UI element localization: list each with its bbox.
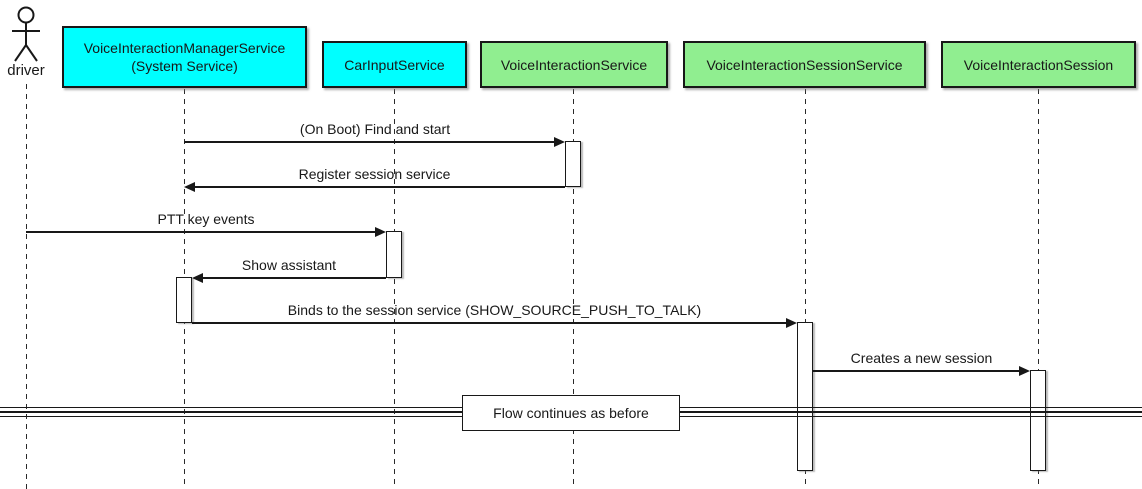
message-line [26, 231, 377, 233]
arrowhead-right-icon [375, 227, 386, 237]
participant-voice-interaction-session: VoiceInteractionSession [941, 41, 1136, 88]
participant-voice-interaction-service: VoiceInteractionService [480, 41, 668, 88]
lifeline-voice-interaction-session-service [805, 89, 806, 489]
message-line [195, 186, 565, 188]
arrowhead-right-icon [786, 318, 797, 328]
activation-voice-interaction-manager-service [176, 277, 192, 323]
participant-label-line: VoiceInteractionSessionService [706, 56, 903, 73]
activation-car-input-service [386, 231, 402, 278]
message-line [813, 370, 1019, 372]
lifeline-driver [26, 84, 27, 489]
lifeline-voice-interaction-service [573, 89, 574, 489]
participant-label-line: VoiceInteractionService [500, 56, 648, 73]
activation-voice-interaction-session-service [797, 322, 813, 471]
participant-voice-interaction-manager-service: VoiceInteractionManagerService (System S… [62, 26, 307, 88]
message-label-binds-to-session-service: Binds to the session service (SHOW_SOURC… [287, 302, 702, 318]
lifeline-car-input-service [394, 89, 395, 489]
message-label-on-boot-find-and-start: (On Boot) Find and start [299, 121, 451, 137]
actor-stick-figure-icon [12, 6, 40, 62]
actor-driver: driver [0, 5, 52, 83]
actor-label: driver [7, 62, 45, 79]
participant-label-line: (System Service) [131, 58, 238, 74]
participant-label-line: VoiceInteractionManagerService [83, 40, 286, 56]
participant-voice-interaction-session-service: VoiceInteractionSessionService [683, 41, 926, 88]
message-label-show-assistant: Show assistant [241, 257, 337, 273]
divider-label-text: Flow continues as before [493, 405, 649, 421]
participant-label-line: VoiceInteractionSession [963, 56, 1114, 73]
activation-voice-interaction-session [1030, 370, 1046, 471]
lifeline-voice-interaction-session [1038, 89, 1039, 489]
arrowhead-right-icon [554, 137, 565, 147]
message-label-creates-a-new-session: Creates a new session [850, 350, 993, 366]
divider-label-box: Flow continues as before [462, 395, 680, 431]
message-line [203, 277, 386, 279]
message-line [184, 141, 556, 143]
participant-car-input-service: CarInputService [322, 41, 467, 88]
message-label-ptt-key-events: PTT key events [157, 211, 255, 227]
activation-voice-interaction-service [565, 141, 581, 187]
arrowhead-right-icon [1019, 366, 1030, 376]
arrowhead-left-icon [184, 182, 195, 192]
message-label-register-session-service: Register session service [298, 166, 451, 182]
participant-label-line: CarInputService [344, 56, 445, 73]
arrowhead-left-icon [192, 273, 203, 283]
message-line [192, 322, 786, 324]
